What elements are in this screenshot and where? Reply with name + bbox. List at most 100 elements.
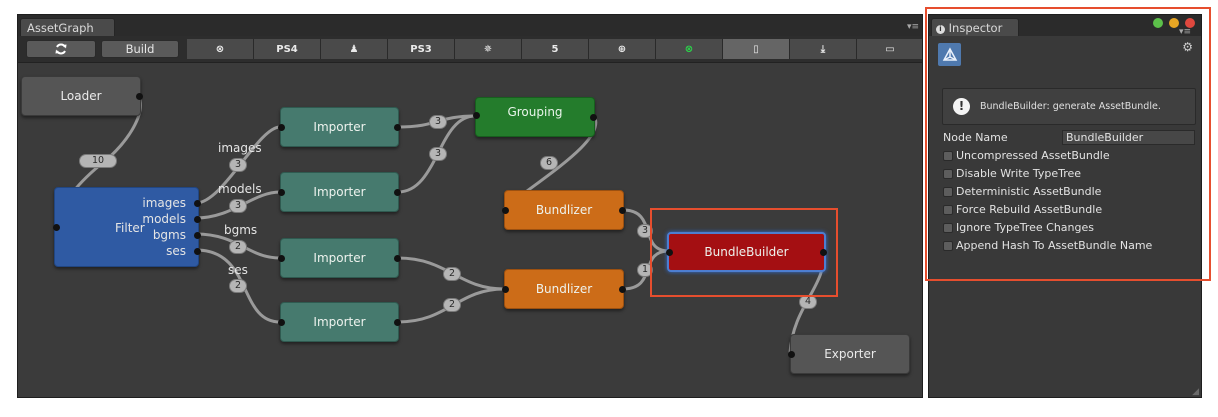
option-row[interactable]: Deterministic AssetBundle [943, 184, 1101, 199]
build-button[interactable]: Build [101, 40, 179, 58]
platform-tab-xbox[interactable]: ⊗ [187, 39, 254, 59]
platform-tab-download[interactable]: ⤓ [790, 39, 857, 59]
resize-grip-icon[interactable]: ◢ [1192, 387, 1199, 397]
bundlebuilder-input-port[interactable] [666, 249, 673, 256]
filter-input-port[interactable] [53, 224, 60, 231]
importer-output-port[interactable] [394, 189, 401, 196]
option-row[interactable]: Force Rebuild AssetBundle [943, 202, 1102, 217]
window-menu-icon[interactable]: ▾≡ [906, 22, 919, 32]
importer-node-models[interactable]: Importer [278, 172, 401, 212]
web-globe-icon: ⊕ [617, 43, 627, 55]
bundlizer-input-port[interactable] [502, 286, 509, 293]
importer-input-port[interactable] [278, 319, 285, 326]
loader-node[interactable]: Loader [21, 76, 143, 116]
edge-label-ses: ses [228, 263, 248, 277]
edge-label-models: models [218, 182, 262, 196]
filter-port-ses: ses [166, 244, 186, 258]
importer-output-port[interactable] [394, 319, 401, 326]
loader-output-port[interactable] [136, 93, 143, 100]
grouping-input-port[interactable] [473, 112, 480, 119]
node-name-field[interactable]: BundleBuilder [1062, 130, 1195, 145]
node-type-icon [938, 43, 961, 66]
importer-input-port[interactable] [278, 255, 285, 262]
importer-output-port[interactable] [394, 255, 401, 262]
close-light-icon[interactable] [1185, 18, 1195, 28]
option-row[interactable]: Uncompressed AssetBundle [943, 148, 1110, 163]
platform-tab-mobile[interactable]: ▯ [723, 39, 790, 59]
inspector-window: i Inspector ▾≡ ⚙ ! BundleBuilder: genera… [928, 14, 1202, 398]
tab-inspector[interactable]: i Inspector [931, 18, 1019, 36]
edge-count-badge: 3 [637, 224, 653, 238]
unity-logo-icon [942, 46, 957, 61]
html5-icon: 5 [551, 43, 559, 55]
option-checkbox[interactable] [943, 240, 953, 251]
bundlebuilder-node[interactable]: BundleBuilder [666, 232, 827, 272]
importer-node-images[interactable]: Importer [278, 107, 401, 147]
platform-tab-unity[interactable]: ✵ [455, 39, 522, 59]
option-checkbox[interactable] [943, 150, 953, 161]
minimize-light-icon[interactable] [1169, 18, 1179, 28]
bundlizer-input-port[interactable] [502, 207, 509, 214]
filter-node-label: Filter [115, 221, 145, 235]
option-checkbox[interactable] [943, 204, 953, 215]
importer-node-bgms[interactable]: Importer [278, 238, 401, 278]
platform-tab-ps4[interactable]: PS4 [254, 39, 321, 59]
filter-node[interactable]: Filter images models bgms ses [53, 187, 201, 267]
platform-tab-html5[interactable]: 5 [522, 39, 589, 59]
node-name-label: Node Name [943, 131, 1008, 144]
inspector-menu-icon[interactable]: ▾≡ [1179, 27, 1192, 37]
bundlizer-node-label: Bundlizer [535, 203, 593, 217]
option-checkbox[interactable] [943, 168, 953, 179]
edge-count-badge: 2 [229, 240, 247, 254]
filter-output-port-models[interactable] [194, 216, 201, 223]
asset-graph-window: AssetGraph ▾≡ Build ⊗PS4♟PS3✵5⊕⊗▯⤓▭ [17, 14, 923, 398]
bundlizer-output-port[interactable] [619, 207, 626, 214]
mobile-icon: ▯ [753, 43, 759, 55]
asset-graph-titlebar: AssetGraph ▾≡ [18, 15, 922, 36]
edge-count-badge: 2 [443, 298, 461, 312]
filter-output-port-ses[interactable] [194, 248, 201, 255]
filter-port-images: images [142, 196, 186, 210]
grouping-node[interactable]: Grouping [473, 97, 597, 137]
tab-asset-graph[interactable]: AssetGraph [20, 18, 115, 36]
filter-output-port-images[interactable] [194, 200, 201, 207]
option-row[interactable]: Ignore TypeTree Changes [943, 220, 1094, 235]
grouping-output-port[interactable] [590, 114, 597, 121]
bundlizer-node-2[interactable]: Bundlizer [502, 269, 626, 309]
download-icon: ⤓ [820, 43, 826, 55]
platform-tab-web-globe[interactable]: ⊕ [589, 39, 656, 59]
option-checkbox[interactable] [943, 222, 953, 233]
info-icon: i [936, 25, 945, 34]
bundlizer-output-port[interactable] [619, 286, 626, 293]
bundlizer-node-1[interactable]: Bundlizer [502, 190, 626, 230]
option-row[interactable]: Disable Write TypeTree [943, 166, 1081, 181]
edge-label-images: images [218, 141, 262, 155]
bundlebuilder-output-port[interactable] [820, 249, 827, 256]
bundlizer-node-label: Bundlizer [535, 282, 593, 296]
maximize-light-icon[interactable] [1153, 18, 1163, 28]
importer-output-port[interactable] [394, 124, 401, 131]
platform-tab-android[interactable]: ♟ [321, 39, 388, 59]
ps3-icon: PS3 [410, 43, 432, 55]
filter-output-port-bgms[interactable] [194, 232, 201, 239]
inspector-tab-label: Inspector [948, 21, 1003, 35]
importer-input-port[interactable] [278, 189, 285, 196]
platform-tab-xbox-one[interactable]: ⊗ [656, 39, 723, 59]
unity-icon: ✵ [483, 43, 493, 55]
option-label: Ignore TypeTree Changes [956, 221, 1094, 234]
exporter-input-port[interactable] [788, 351, 795, 358]
vr-headset-icon: ▭ [885, 43, 895, 55]
platform-tab-ps3[interactable]: PS3 [388, 39, 455, 59]
importer-input-port[interactable] [278, 124, 285, 131]
importer-node-ses[interactable]: Importer [278, 302, 401, 342]
settings-gear-icon[interactable]: ⚙ [1182, 40, 1193, 54]
info-icon: ! [953, 98, 970, 115]
inspector-content: ⚙ ! BundleBuilder: generate AssetBundle.… [929, 36, 1201, 397]
refresh-button[interactable] [26, 40, 96, 58]
platform-tab-vr-headset[interactable]: ▭ [857, 39, 922, 59]
edge-count-badge: 1 [637, 263, 653, 277]
importer-node-label: Importer [313, 251, 366, 265]
exporter-node[interactable]: Exporter [788, 334, 910, 374]
option-row[interactable]: Append Hash To AssetBundle Name [943, 238, 1152, 253]
option-checkbox[interactable] [943, 186, 953, 197]
